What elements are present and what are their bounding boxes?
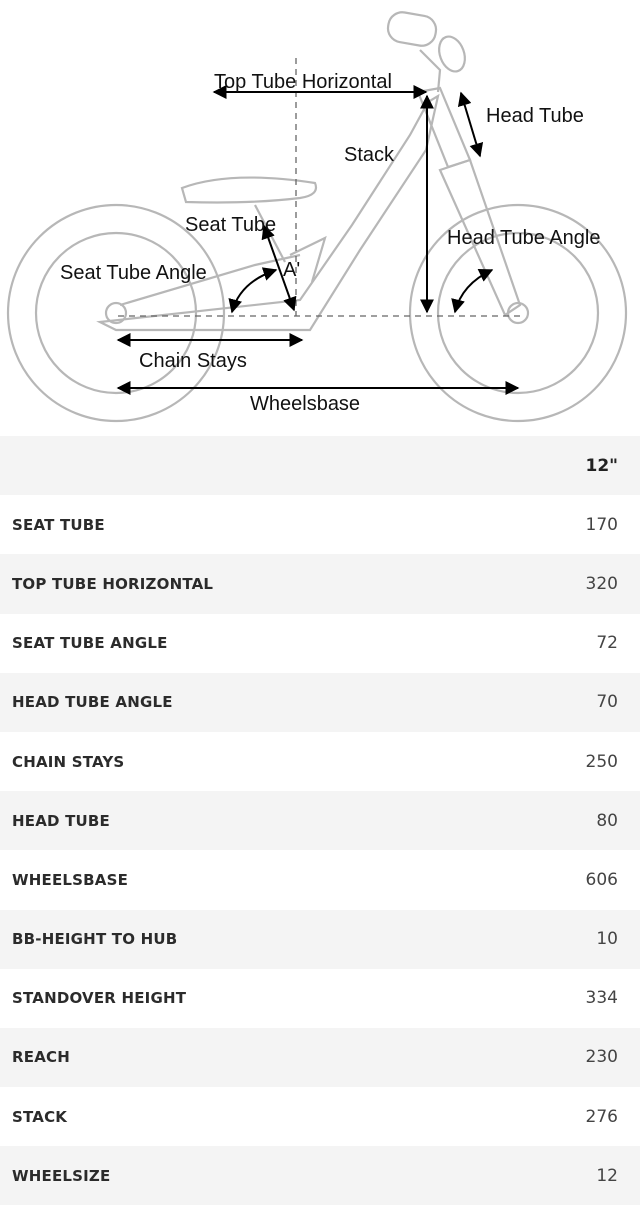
row-value: 606 — [585, 869, 618, 890]
table-row: WHEELSIZE 12 — [0, 1146, 640, 1206]
row-label: STANDOVER HEIGHT — [12, 989, 187, 1008]
row-value: 72 — [596, 633, 618, 654]
table-row: STANDOVER HEIGHT 334 — [0, 968, 640, 1028]
row-value: 320 — [585, 573, 618, 594]
table-row: BB-HEIGHT TO HUB 10 — [0, 909, 640, 969]
row-label: SEAT TUBE ANGLE — [12, 634, 168, 653]
front-wheel-rim — [436, 231, 600, 395]
table-row: CHAIN STAYS 250 — [0, 731, 640, 792]
label-stack: Stack — [344, 144, 395, 166]
bike-geometry-drawing: Top Tube Horizontal Head Tube Stack Seat… — [6, 11, 628, 423]
header-empty-cell — [0, 436, 510, 495]
handlebar-stem — [419, 49, 442, 93]
front-wheel-tire — [408, 203, 628, 423]
label-a-prime: A' — [283, 259, 300, 281]
rear-wheel-rim — [34, 231, 198, 395]
row-label: WHEELSBASE — [12, 870, 129, 889]
row-value: 10 — [596, 929, 618, 950]
row-label: BB-HEIGHT TO HUB — [12, 930, 178, 949]
head-tube — [416, 86, 472, 169]
table-header-row: 12" — [0, 436, 640, 496]
head-tube-arrow — [457, 91, 484, 158]
row-label: HEAD TUBE ANGLE — [12, 693, 173, 712]
row-value: 80 — [596, 810, 618, 831]
seat-tube-angle-arc — [228, 267, 278, 314]
row-label: TOP TUBE HORIZONTAL — [12, 574, 214, 593]
row-label: WHEELSIZE — [12, 1166, 111, 1185]
table-row: HEAD TUBE ANGLE 70 — [0, 672, 640, 732]
head-tube-angle-arc — [451, 268, 494, 314]
label-seat-tube: Seat Tube — [185, 214, 276, 236]
label-head-tube: Head Tube — [486, 105, 584, 127]
row-value: 170 — [585, 514, 618, 535]
row-value: 230 — [585, 1047, 618, 1068]
handlebar-grip — [386, 11, 438, 47]
measurement-arrows — [116, 85, 520, 395]
row-value: 12 — [596, 1165, 618, 1186]
label-top-tube-horizontal: Top Tube Horizontal — [214, 71, 392, 93]
rear-hub — [104, 301, 128, 325]
table-row: TOP TUBE HORIZONTAL 320 — [0, 554, 640, 614]
table-row: WHEELSBASE 606 — [0, 850, 640, 910]
label-seat-tube-angle: Seat Tube Angle — [60, 262, 207, 284]
geometry-diagram: Top Tube Horizontal Head Tube Stack Seat… — [0, 0, 640, 436]
label-head-tube-angle: Head Tube Angle — [447, 227, 600, 249]
table-row: SEAT TUBE ANGLE 72 — [0, 613, 640, 673]
row-label: CHAIN STAYS — [12, 752, 125, 771]
table-row: REACH 230 — [0, 1027, 640, 1088]
row-value: 250 — [585, 751, 618, 772]
row-label: HEAD TUBE — [12, 811, 110, 830]
row-value: 334 — [585, 988, 618, 1009]
table-row: SEAT TUBE 170 — [0, 495, 640, 555]
size-header: 12" — [585, 455, 618, 476]
row-label: STACK — [12, 1107, 68, 1126]
label-wheelsbase: Wheelsbase — [250, 393, 360, 415]
row-value: 70 — [596, 692, 618, 713]
rear-wheel-tire — [6, 203, 226, 423]
frame-rear-triangle — [96, 93, 440, 332]
label-chain-stays: Chain Stays — [139, 350, 247, 372]
seat-tube-arrow — [261, 224, 297, 312]
saddle — [180, 176, 318, 204]
handlebar-end — [438, 35, 466, 73]
table-row: HEAD TUBE 80 — [0, 791, 640, 851]
row-label: SEAT TUBE — [12, 515, 105, 534]
frame-brace — [289, 235, 327, 283]
row-value: 276 — [585, 1106, 618, 1127]
row-label: REACH — [12, 1048, 70, 1067]
table-row: STACK 276 — [0, 1087, 640, 1147]
